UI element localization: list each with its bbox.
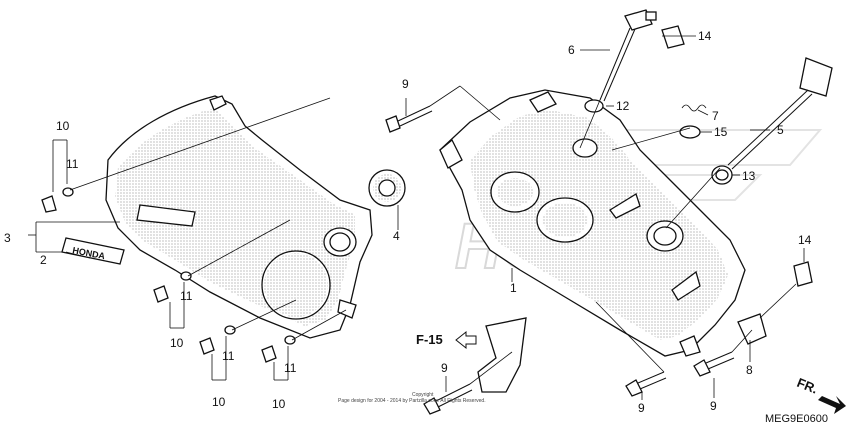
callout-10-b: 10 — [212, 395, 226, 409]
bolts — [385, 105, 735, 415]
screw-set-c — [199, 325, 236, 355]
callout-6: 6 — [568, 43, 575, 57]
bracket — [477, 317, 527, 393]
reference-f15: F-15 — [416, 330, 477, 350]
copyright-line2: Page design for 2004 - 2014 by Partzilla… — [338, 398, 486, 404]
callout-11-top: 11 — [66, 157, 79, 171]
callout-8: 8 — [746, 363, 753, 377]
callout-10-top: 10 — [56, 119, 70, 133]
leader-lines — [28, 35, 805, 400]
copyright-line1: Copyright — [412, 392, 434, 398]
callout-10-a: 10 — [170, 336, 184, 350]
emblem-badge: HONDA — [61, 237, 125, 265]
crankcase-cover — [439, 89, 746, 357]
front-direction: FR. — [795, 375, 846, 414]
dowel-14-top — [661, 25, 685, 49]
callout-9-top: 9 — [402, 77, 409, 91]
callout-3: 3 — [4, 231, 11, 245]
screws — [41, 187, 296, 363]
oil-seal — [368, 169, 406, 207]
left-cover — [105, 95, 373, 339]
shift-rod — [599, 9, 657, 102]
callout-11-a: 11 — [180, 289, 193, 303]
callout-14-top: 14 — [698, 29, 712, 43]
small-parts — [584, 25, 813, 345]
callout-2: 2 — [40, 253, 47, 267]
callout-10-c: 10 — [272, 397, 286, 411]
callout-11-c: 11 — [284, 361, 297, 375]
screw-set-a — [41, 187, 74, 213]
callout-12: 12 — [616, 99, 630, 113]
clamp-8 — [737, 313, 767, 345]
copyright: Copyright Page design for 2004 - 2014 by… — [338, 392, 486, 404]
front-direction-label: FR. — [795, 375, 820, 397]
callout-13: 13 — [742, 169, 756, 183]
front-arrow-icon — [818, 396, 846, 414]
dowel-14-right — [793, 261, 813, 287]
callout-9-bottom-mid: 9 — [638, 401, 645, 415]
spring — [681, 104, 707, 112]
bolt-bottom-9c — [693, 351, 735, 377]
callout-labels: 1 2 3 4 5 6 7 8 9 9 9 9 10 11 11 10 11 1… — [4, 29, 812, 415]
callout-11-b: 11 — [222, 349, 235, 363]
callout-1: 1 — [510, 281, 517, 295]
callout-9-bottom-right: 9 — [710, 399, 717, 413]
screw-set-d — [261, 335, 296, 363]
o-ring-12 — [584, 99, 604, 113]
bolt-top-9 — [385, 105, 433, 133]
callout-14-right: 14 — [798, 233, 812, 247]
callout-15: 15 — [714, 125, 728, 139]
bolt-bottom-9a — [423, 383, 473, 415]
oil-dipstick — [727, 57, 833, 170]
callout-5: 5 — [777, 123, 784, 137]
callout-4: 4 — [393, 229, 400, 243]
bolt-bottom-9b — [625, 371, 667, 397]
callout-9-bottom-left: 9 — [441, 361, 448, 375]
reference-label: F-15 — [416, 332, 443, 347]
washer-15 — [679, 125, 701, 139]
screw-set-b — [153, 271, 192, 303]
reference-arrow-icon — [455, 330, 477, 350]
diagram-code: MEG9E0600 — [765, 413, 828, 425]
callout-7: 7 — [712, 109, 719, 123]
